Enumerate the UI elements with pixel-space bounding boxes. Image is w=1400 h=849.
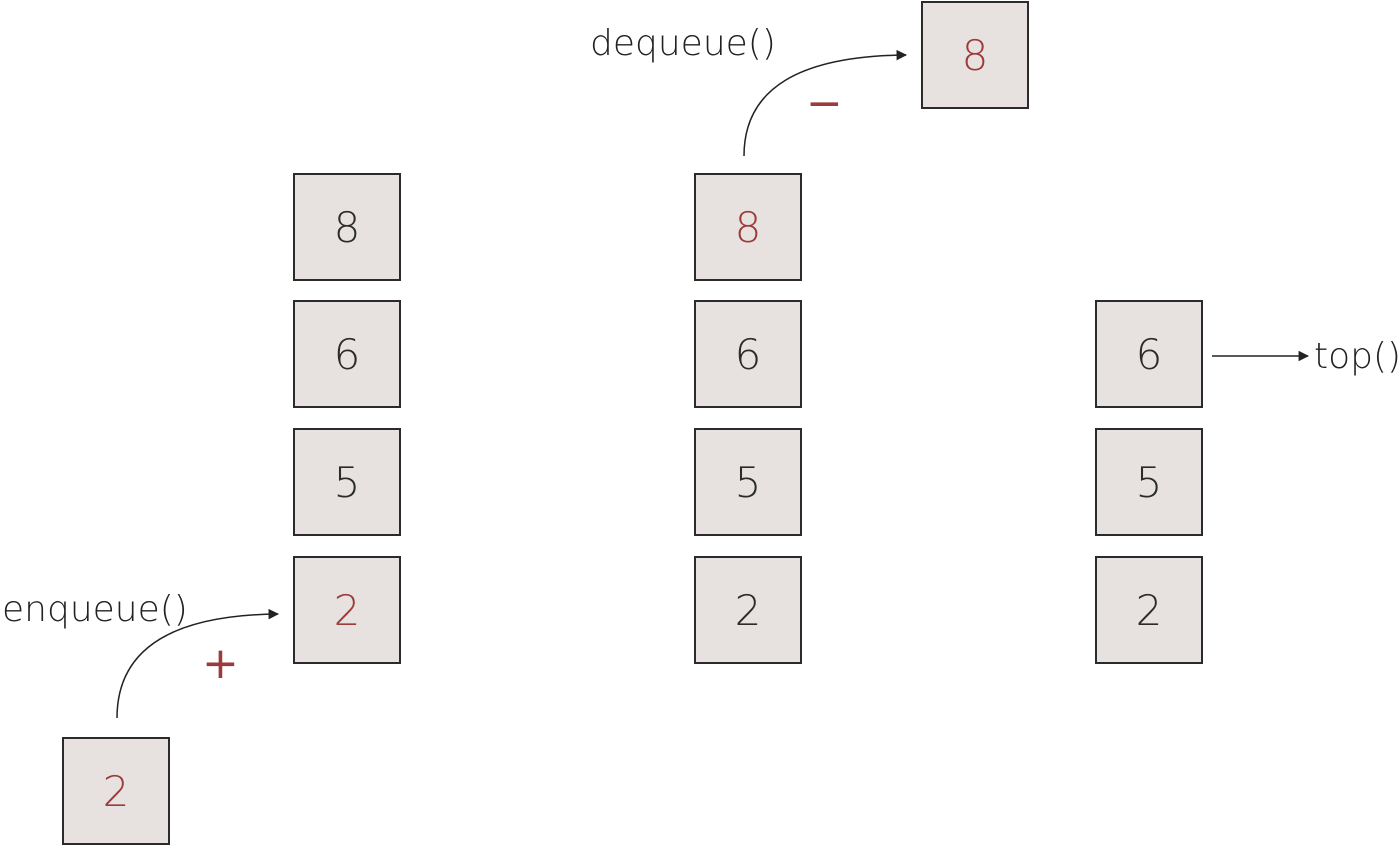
dequeue-label: dequeue() (590, 23, 776, 64)
enqueue-stack-box: 6 (293, 300, 401, 408)
enqueue-label: enqueue() (2, 589, 188, 630)
dequeue-arrow (743, 49, 908, 157)
dequeue-outgoing-box: 8 (921, 1, 1029, 109)
top-label: top() (1314, 336, 1400, 377)
enqueue-arrow (116, 608, 280, 719)
dequeue-stack-box-removed: 8 (694, 173, 802, 281)
enqueue-stack-box: 5 (293, 428, 401, 536)
minus-sign: − (806, 78, 843, 129)
dequeue-stack-box: 6 (694, 300, 802, 408)
top-stack-box: 5 (1095, 428, 1203, 536)
plus-sign: + (202, 638, 239, 689)
top-stack-box: 2 (1095, 556, 1203, 664)
enqueue-incoming-box: 2 (62, 737, 170, 845)
dequeue-stack-box: 5 (694, 428, 802, 536)
enqueue-stack-box: 8 (293, 173, 401, 281)
enqueue-stack-box-new: 2 (293, 556, 401, 664)
dequeue-stack-box: 2 (694, 556, 802, 664)
top-stack-box: 6 (1095, 300, 1203, 408)
